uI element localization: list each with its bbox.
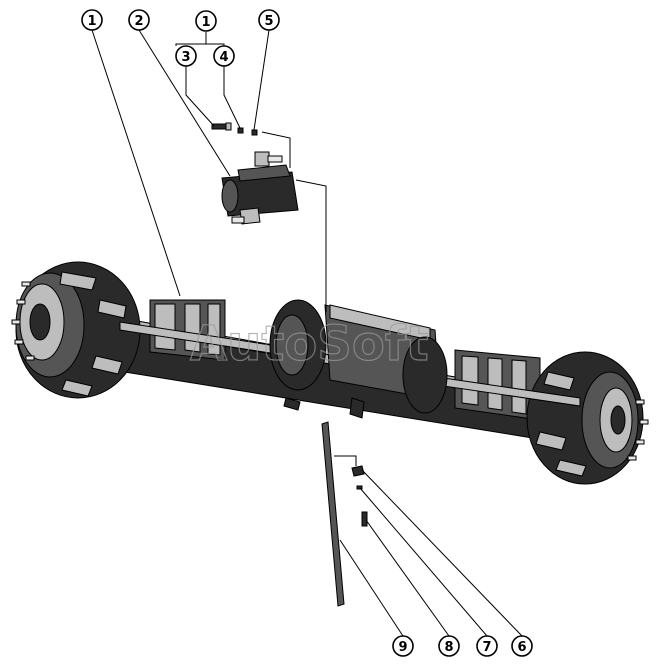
right-wheel-hub: [526, 351, 649, 485]
watermark-text: AutoSoft: [190, 316, 429, 372]
callout-5-label: 5: [264, 14, 273, 29]
callout-2-label: 2: [134, 14, 143, 29]
callout-6: 6: [511, 635, 533, 657]
callout-8-label: 8: [444, 640, 453, 655]
callout-1b: 1: [195, 10, 217, 32]
brake-valve-assembly: [221, 151, 299, 225]
callout-7: 7: [476, 635, 498, 657]
callout-5: 5: [258, 9, 280, 31]
callout-6-label: 6: [517, 640, 526, 655]
callout-1a: 1: [81, 9, 103, 31]
brake-hose: [261, 131, 327, 312]
callout-9: 9: [392, 635, 414, 657]
callout-9-label: 9: [398, 640, 407, 655]
callout-1b-label: 1: [201, 15, 210, 30]
lower-fittings: [321, 421, 368, 607]
differential-housing: [269, 299, 448, 419]
callout-3-label: 3: [181, 50, 190, 65]
leader-lines: [91, 29, 523, 637]
left-wheel-hub: [11, 261, 141, 399]
callout-4: 4: [213, 45, 235, 67]
callout-7-label: 7: [482, 640, 491, 655]
callout-3: 3: [175, 45, 197, 67]
callout-2: 2: [128, 9, 150, 31]
callout-4-label: 4: [219, 50, 228, 65]
bolts-3-4-5: [211, 122, 258, 136]
callout-1a-label: 1: [87, 14, 96, 29]
callout-8: 8: [438, 635, 460, 657]
